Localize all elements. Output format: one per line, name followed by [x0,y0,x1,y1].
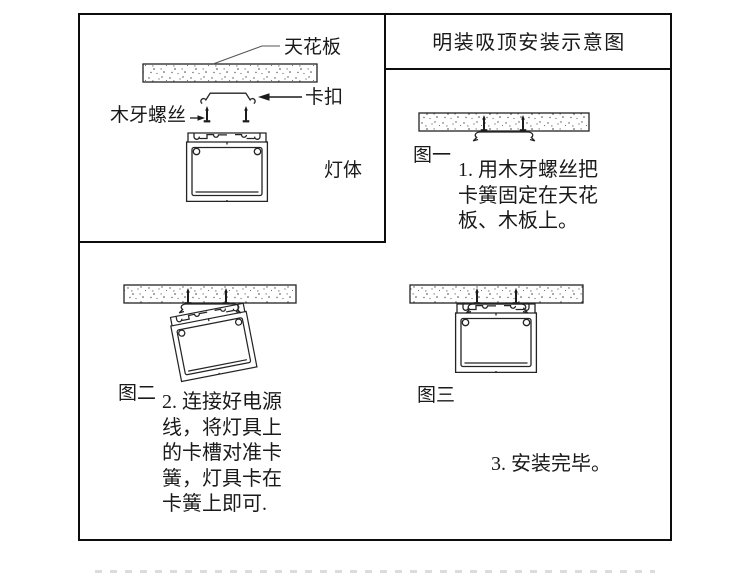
exploded-view-drawing [142,45,318,203]
title-panel: 明装吸顶安装示意图 [386,13,672,70]
figure1-drawing [418,112,590,142]
screw-pointer-arrow [190,115,205,121]
ceiling-board [418,112,590,132]
ceiling-leader-line [212,45,280,65]
step3-text: 3. 安装完毕。 [491,453,611,475]
exploded-view-panel [78,13,386,243]
label-clip: 卡扣 [305,87,344,108]
label-wood-screw: 木牙螺丝 [110,105,187,126]
figure2-caption: 图二 [118,383,157,404]
diagram-title: 明装吸顶安装示意图 [432,32,626,54]
clip-pointer-arrow [258,93,302,101]
ceiling-board [123,284,297,304]
step2-text: 2. 连接好电源 线，将灯具上 的卡槽对准卡 簧，灯具卡在 卡簧上即可. [162,391,282,515]
ceiling-board [409,284,584,304]
figure3-drawing [409,284,584,374]
figure2-drawing [123,284,297,383]
step1-text: 1. 用木牙螺丝把 卡簧固定在天花 板、木板上。 [458,159,598,232]
cropped-text-remnant [95,570,655,573]
figure3-caption: 图三 [417,385,456,406]
label-ceiling-board: 天花板 [284,37,342,58]
ceiling-board [142,63,318,83]
figure1-caption: 图一 [413,145,452,166]
label-lamp-body: 灯体 [324,160,363,181]
